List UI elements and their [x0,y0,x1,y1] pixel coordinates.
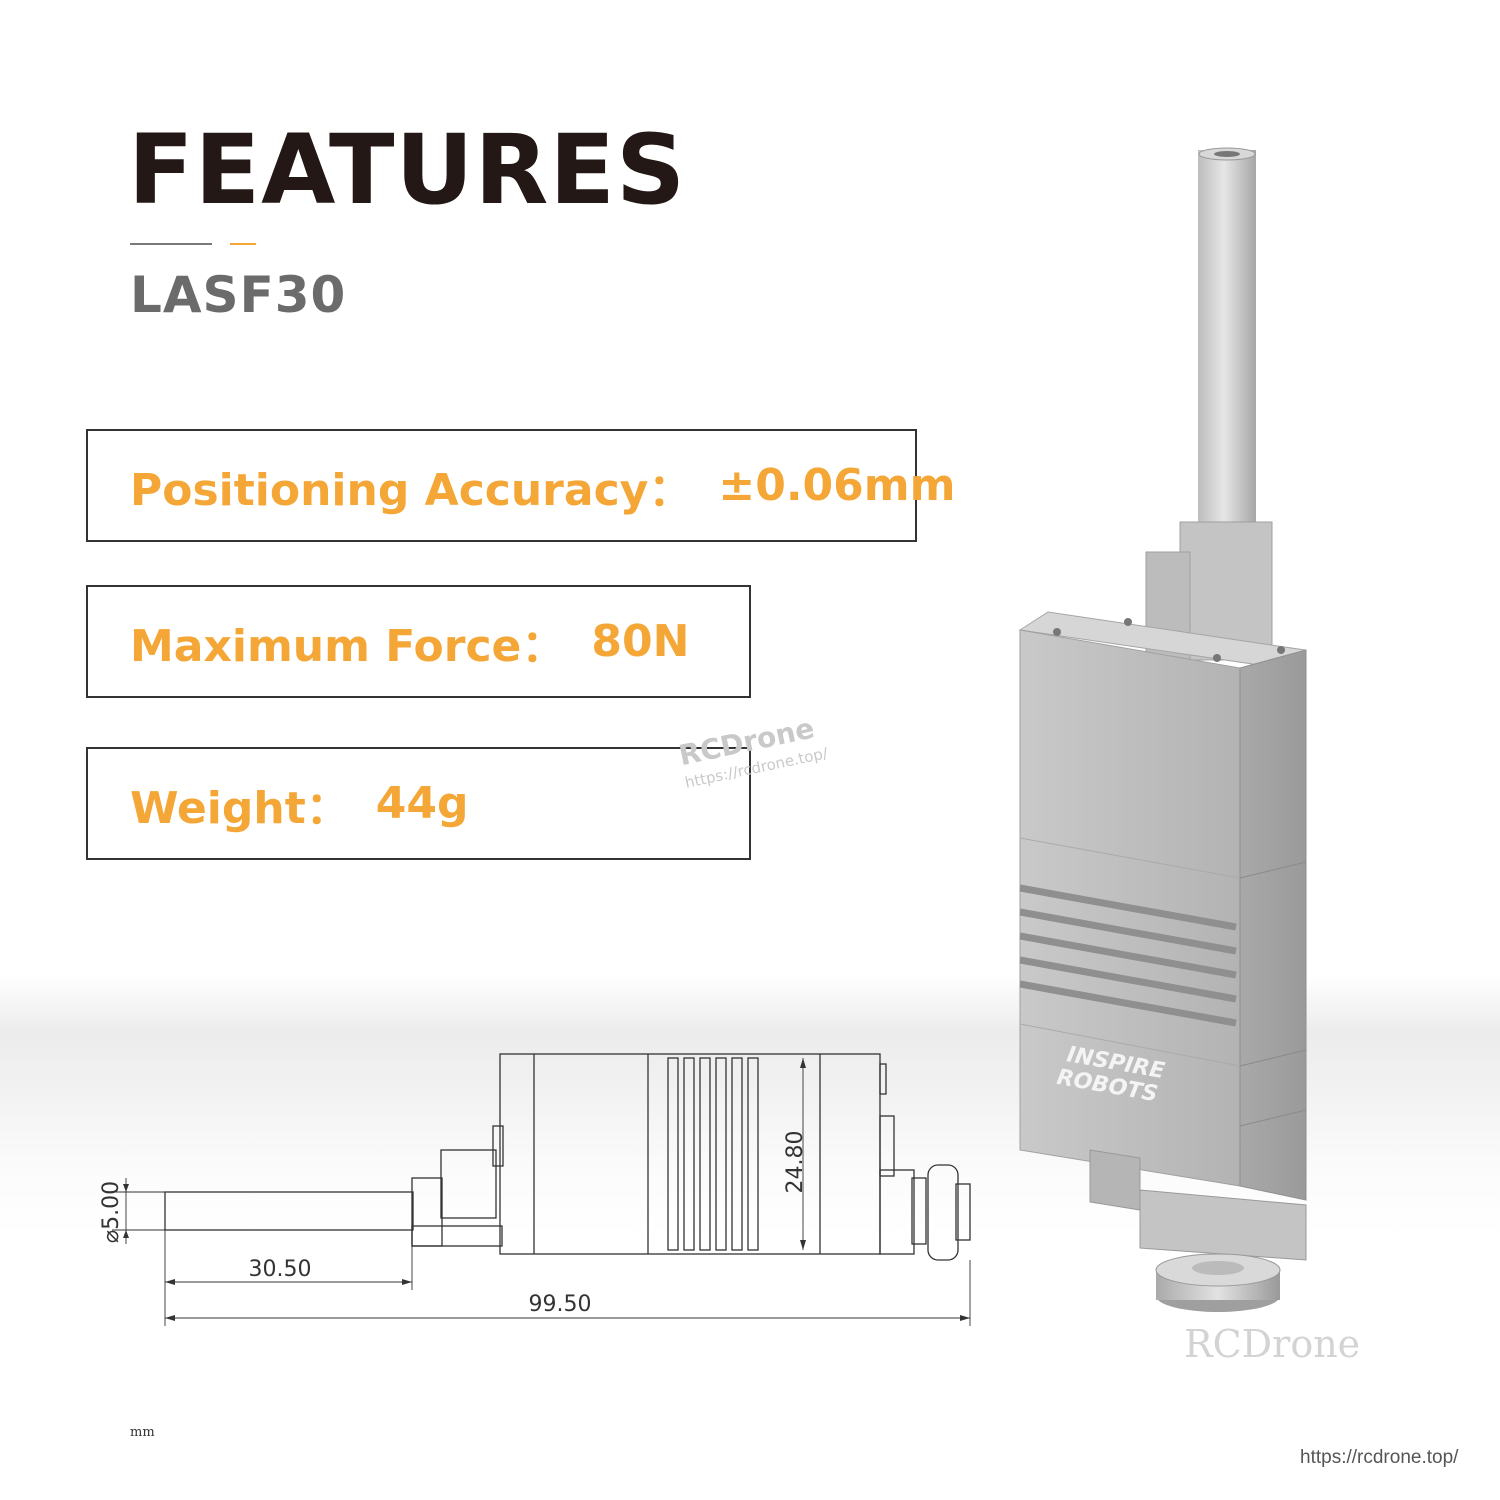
spec-label: Positioning Accuracy： [130,464,693,516]
title-divider-accent [230,243,256,245]
spec-value: 44g [375,778,469,829]
rear-block [879,1169,915,1255]
spec-positioning-accuracy: Positioning Accuracy： ±0.06mm [86,429,955,542]
rear-wheel [927,1164,959,1261]
page-title: FEATURES [128,114,687,226]
dim-diameter-label: ⌀5.00 [99,1181,124,1243]
spec-weight: Weight： 44g [86,747,751,860]
spec-value: ±0.06mm [718,460,956,511]
rod [1198,150,1256,535]
rear-tab-mid [879,1115,895,1177]
dim-rod-length-label: 30.50 [249,1257,312,1282]
step-tab [492,1125,504,1167]
slot [683,1057,695,1251]
cooling-grooves [1019,884,1237,1027]
spec-label: Weight： [130,782,350,834]
slot [699,1057,711,1251]
slot [715,1057,727,1251]
spec-label: Maximum Force： [130,620,566,672]
spec-value: 80N [591,616,690,667]
unit-label: mm [130,1425,155,1440]
slot [667,1057,679,1251]
rod-collar [411,1225,503,1247]
rear-neck [911,1177,927,1245]
footer-url: https://rcdrone.top/ [1300,1447,1459,1468]
rod-outline [164,1191,414,1231]
dim-height-label: 24.80 [783,1131,808,1194]
watermark-brand-bottom: RCDrone [1184,1322,1361,1366]
model-name: LASF30 [130,266,347,324]
step-block-2 [440,1149,497,1219]
slot [731,1057,743,1251]
rear-tab-top [879,1063,887,1095]
rear-cap [955,1183,971,1241]
dim-total-length-label: 99.50 [529,1292,592,1317]
spec-maximum-force: Maximum Force： 80N [86,585,751,698]
title-divider [130,243,212,245]
slot [747,1057,759,1251]
